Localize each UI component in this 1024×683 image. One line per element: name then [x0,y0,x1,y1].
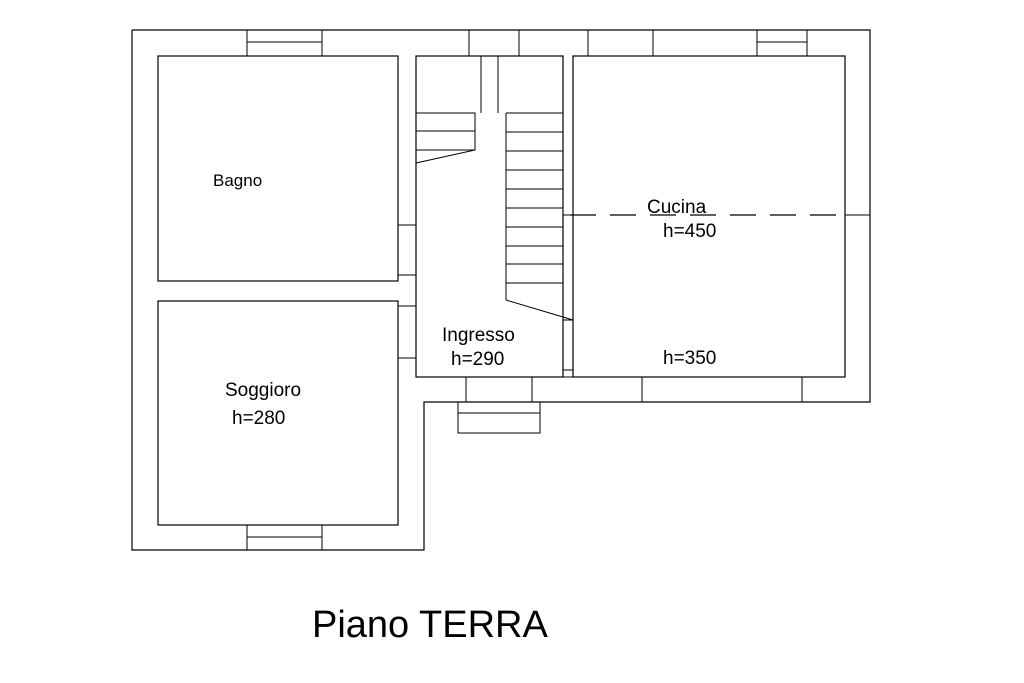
label-soggiorno-height: h=280 [232,408,285,429]
label-cucina-height-lower: h=350 [663,348,716,369]
outer-walls [131,29,871,551]
interior-doors [397,214,574,371]
label-soggiorno: Soggioro [225,380,301,401]
label-cucina-height-upper: h=450 [663,221,716,242]
label-bagno: Bagno [213,171,262,190]
windows [246,29,870,551]
room-soggiorno [157,300,399,526]
staircase [415,56,574,321]
room-ingresso [415,55,564,378]
label-cucina: Cucina [647,197,707,218]
room-bagno [157,55,399,282]
label-ingresso: Ingresso [442,325,515,346]
plan-title: Piano TERRA [312,604,549,646]
room-cucina [572,55,846,378]
label-ingresso-height: h=290 [451,349,504,370]
